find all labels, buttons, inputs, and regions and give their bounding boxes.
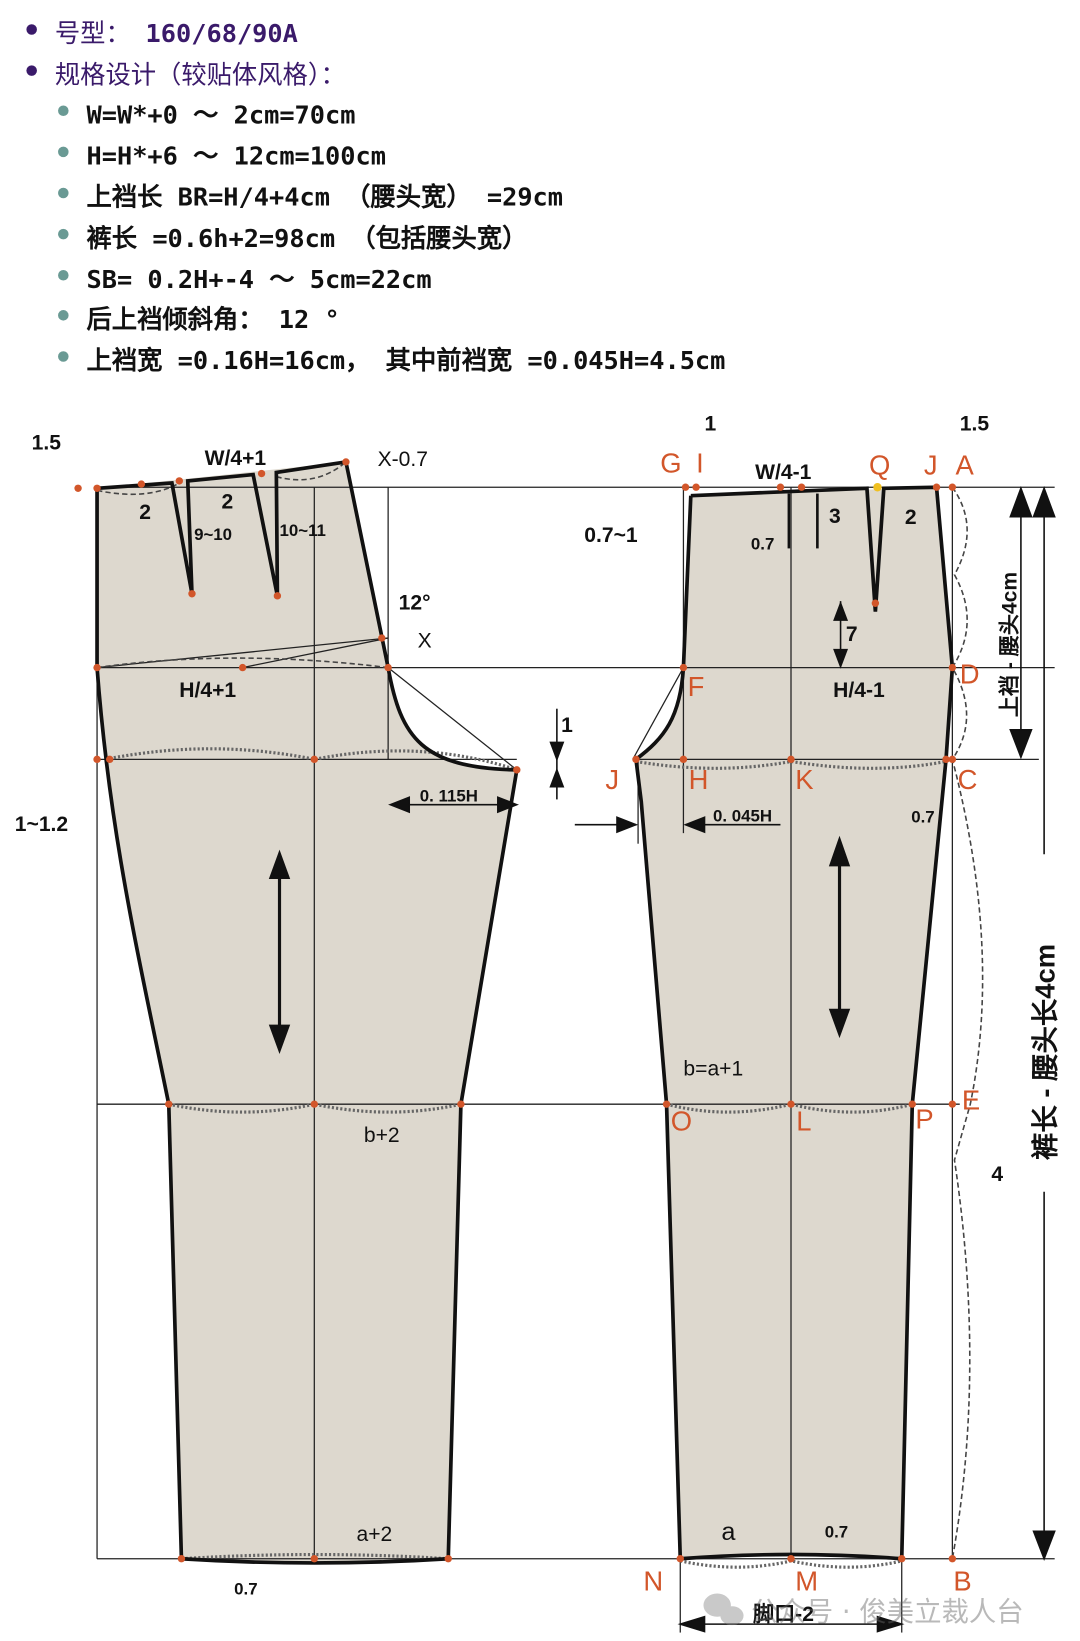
- point-j2: J: [605, 764, 619, 795]
- grainline-arrow-back: [268, 849, 291, 1054]
- bullet-icon: [58, 269, 69, 281]
- label-x: X: [418, 630, 432, 653]
- label-length: 裤长 - 腰头长4cm: [1030, 944, 1061, 1160]
- watermark-text: 公众号 · 俊美立裁人台: [751, 1597, 1024, 1628]
- spec-item: H=H*+6 ～ 12cm=100cm: [87, 142, 386, 171]
- spec-item: 后上裆倾斜角： 12 °: [87, 305, 340, 334]
- point-j: J: [924, 450, 938, 481]
- label-side-07: 0.7: [911, 808, 934, 827]
- label-angle: 12°: [399, 592, 431, 615]
- point-markers: [74, 458, 957, 1563]
- label-center-in: 0.7~1: [584, 524, 638, 547]
- point-e: E: [962, 1084, 980, 1115]
- bullet-icon: [58, 146, 69, 158]
- label-front-knee: b=a+1: [683, 1058, 743, 1081]
- label-back-waist-raise: 1.5: [32, 431, 62, 454]
- point-c: C: [958, 764, 978, 795]
- spec-heading: 规格设计（较贴体风格）：: [55, 60, 346, 89]
- label-back-waist-offset: X-0.7: [378, 448, 428, 471]
- point-m: M: [795, 1565, 818, 1596]
- label-pleat-3: 3: [829, 505, 841, 528]
- point-b: B: [953, 1565, 971, 1596]
- wechat-icon: [703, 1593, 744, 1626]
- label-dart-2: 2: [905, 506, 917, 529]
- label-pleat: 0.7: [751, 534, 774, 553]
- spec-item: 裤长 =0.6h+2=98cm （包括腰头宽）: [87, 224, 528, 253]
- point-d: D: [960, 658, 980, 689]
- bullet-icon: [58, 228, 69, 240]
- label-back-hip: H/4+1: [179, 679, 236, 702]
- point-h: H: [689, 764, 709, 795]
- bullet-icon: [26, 65, 37, 76]
- bullet-icon: [58, 310, 69, 321]
- grainline-arrow-front: [828, 835, 851, 1039]
- label-back-waist: W/4+1: [205, 447, 267, 470]
- point-l: L: [796, 1106, 811, 1137]
- bullet-icon: [58, 351, 69, 362]
- back-piece-outline: [95, 459, 519, 1565]
- point-a: A: [956, 450, 975, 481]
- bullet-icon: [58, 105, 69, 117]
- label-front-crotch: 0. 045H: [713, 807, 772, 826]
- label-hem-width: 脚口-2: [753, 1602, 814, 1626]
- label-dart-length: 10~11: [280, 521, 326, 540]
- front-labels: 1 1.5 W/4-1 0.7~1 0.7 3 2 7 H/4-1 0. 045…: [584, 412, 1060, 1626]
- back-labels: 1.5 W/4+1 X-0.7 2 2 9~10 10~11 12° X H/4…: [15, 431, 573, 1598]
- spec-list: 号型： 160/68/90A 规格设计（较贴体风格）： W=W*+0 ～ 2cm…: [26, 19, 725, 375]
- label-dart-7: 7: [846, 623, 858, 646]
- label-front-hip: H/4-1: [833, 679, 885, 702]
- label-dart-gap: 2: [139, 501, 151, 524]
- spec-item: SB= 0.2H+-4 ～ 5cm=22cm: [87, 265, 432, 294]
- label-hem-a: a: [721, 1518, 736, 1546]
- label-dart-length: 9~10: [194, 525, 232, 544]
- label-dart-gap: 2: [222, 490, 234, 513]
- point-o: O: [671, 1106, 692, 1137]
- label-back-crotch: 0. 115H: [420, 787, 478, 806]
- size-value: 160/68/90A: [146, 19, 298, 48]
- point-n: N: [643, 1565, 663, 1596]
- label-hem-07: 0.7: [825, 1523, 848, 1542]
- point-g: G: [660, 447, 681, 478]
- spec-item: 上裆宽 =0.16H=16cm， 其中前裆宽 =0.045H=4.5cm: [87, 346, 726, 375]
- size-label: 号型：: [55, 19, 131, 48]
- label-hem-drop: 0.7: [234, 1580, 257, 1599]
- label-front-waist: W/4-1: [755, 461, 811, 484]
- point-k: K: [795, 764, 813, 795]
- point-i: I: [696, 447, 704, 478]
- label-crotch-drop: 1: [561, 714, 573, 737]
- point-f: F: [688, 671, 705, 702]
- label-side-4: 4: [991, 1163, 1003, 1186]
- spec-item: W=W*+0 ～ 2cm=70cm: [87, 100, 356, 129]
- label-rise: 上裆 - 腰头4cm: [997, 572, 1022, 717]
- label-front-15: 1.5: [960, 412, 990, 435]
- label-side-in: 1~1.2: [15, 813, 68, 836]
- label-back-knee: b+2: [364, 1124, 400, 1147]
- back-piece-fill: [97, 461, 517, 1563]
- point-p: P: [915, 1103, 933, 1134]
- label-front-1: 1: [705, 412, 717, 435]
- front-piece-fill: [635, 487, 953, 1559]
- watermark: 公众号 · 俊美立裁人台: [703, 1593, 1024, 1628]
- spec-item: 上裆长 BR=H/4+4cm （腰头宽） =29cm: [87, 183, 564, 212]
- bullet-icon: [26, 24, 37, 35]
- point-q: Q: [869, 450, 890, 481]
- point-labels: G I Q J A F D J H K C O L P E N M B: [605, 447, 980, 1596]
- bullet-icon: [58, 187, 69, 199]
- dimension-arrows: [388, 486, 1056, 1633]
- label-back-hem: a+2: [356, 1523, 392, 1546]
